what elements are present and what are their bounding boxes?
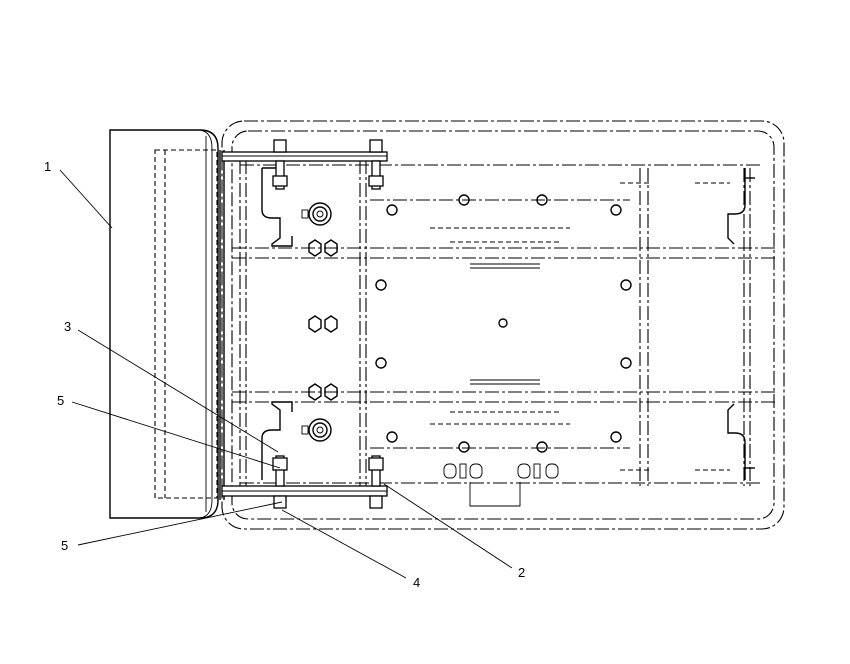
inner-plate xyxy=(232,164,775,484)
unit-outline xyxy=(221,120,785,530)
callout-5-lower: 5 xyxy=(61,538,68,553)
callout-1: 1 xyxy=(44,159,51,174)
gland-fittings xyxy=(301,202,332,442)
clamp-bar-top xyxy=(221,139,388,190)
side-bracket-right xyxy=(727,168,755,480)
callout-2: 2 xyxy=(518,565,525,580)
callout-5-upper: 5 xyxy=(57,393,64,408)
callout-4: 4 xyxy=(413,575,420,590)
side-bracket-left xyxy=(261,167,293,480)
mounting-holes xyxy=(375,194,632,453)
callout-3: 3 xyxy=(64,319,71,334)
leader-lines xyxy=(59,169,513,579)
vertical-rails xyxy=(219,150,751,500)
clamp-bar-bottom xyxy=(221,455,388,509)
unit-inner-outline xyxy=(231,130,775,520)
hex-nuts xyxy=(308,239,338,401)
terminal-strip xyxy=(443,463,559,507)
panel-part-1 xyxy=(109,129,219,519)
